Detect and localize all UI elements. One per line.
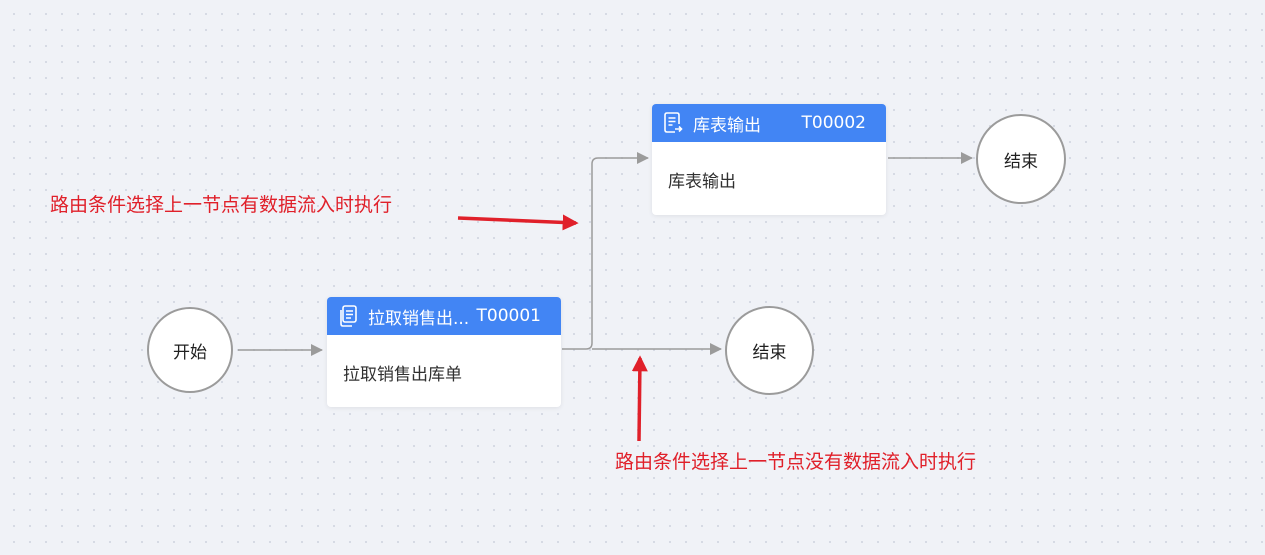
- document-export-icon: [662, 111, 684, 135]
- task-node-t00002-title: 库表输出: [693, 115, 761, 136]
- task-node-t00001-desc: 拉取销售出库单: [343, 364, 462, 385]
- end-node-top[interactable]: 结束: [976, 114, 1066, 204]
- task-node-t00002[interactable]: 库表输出 T00002 库表输出: [652, 104, 886, 215]
- annotation-arrow-top: [457, 214, 579, 231]
- start-node-label: 开始: [173, 342, 207, 363]
- edge-task1-to-task2[interactable]: [562, 152, 649, 350]
- task-node-t00001-code: T00001: [476, 306, 541, 326]
- annotation-no-data: 路由条件选择上一节点没有数据流入时执行: [615, 451, 977, 473]
- end-node-bottom[interactable]: 结束: [725, 306, 814, 395]
- task-node-t00001-body: 拉取销售出库单: [327, 335, 561, 407]
- task-node-t00002-desc: 库表输出: [668, 171, 736, 192]
- end-node-bottom-label: 结束: [752, 343, 787, 363]
- annotation-has-data: 路由条件选择上一节点有数据流入时执行: [50, 194, 393, 216]
- task-node-t00001-title: 拉取销售出...: [368, 308, 469, 329]
- task-node-t00001-header: 拉取销售出... T00001: [327, 297, 561, 335]
- task-node-t00001[interactable]: 拉取销售出... T00001 拉取销售出库单: [327, 297, 561, 407]
- task-node-t00002-header: 库表输出 T00002: [652, 104, 886, 142]
- start-node[interactable]: 开始: [147, 307, 233, 393]
- end-node-top-label: 结束: [1004, 151, 1038, 172]
- annotation-arrow-bottom: [631, 355, 648, 442]
- document-copy-icon: [337, 304, 359, 328]
- task-node-t00002-code: T00002: [801, 113, 866, 133]
- task-node-t00002-body: 库表输出: [652, 142, 886, 215]
